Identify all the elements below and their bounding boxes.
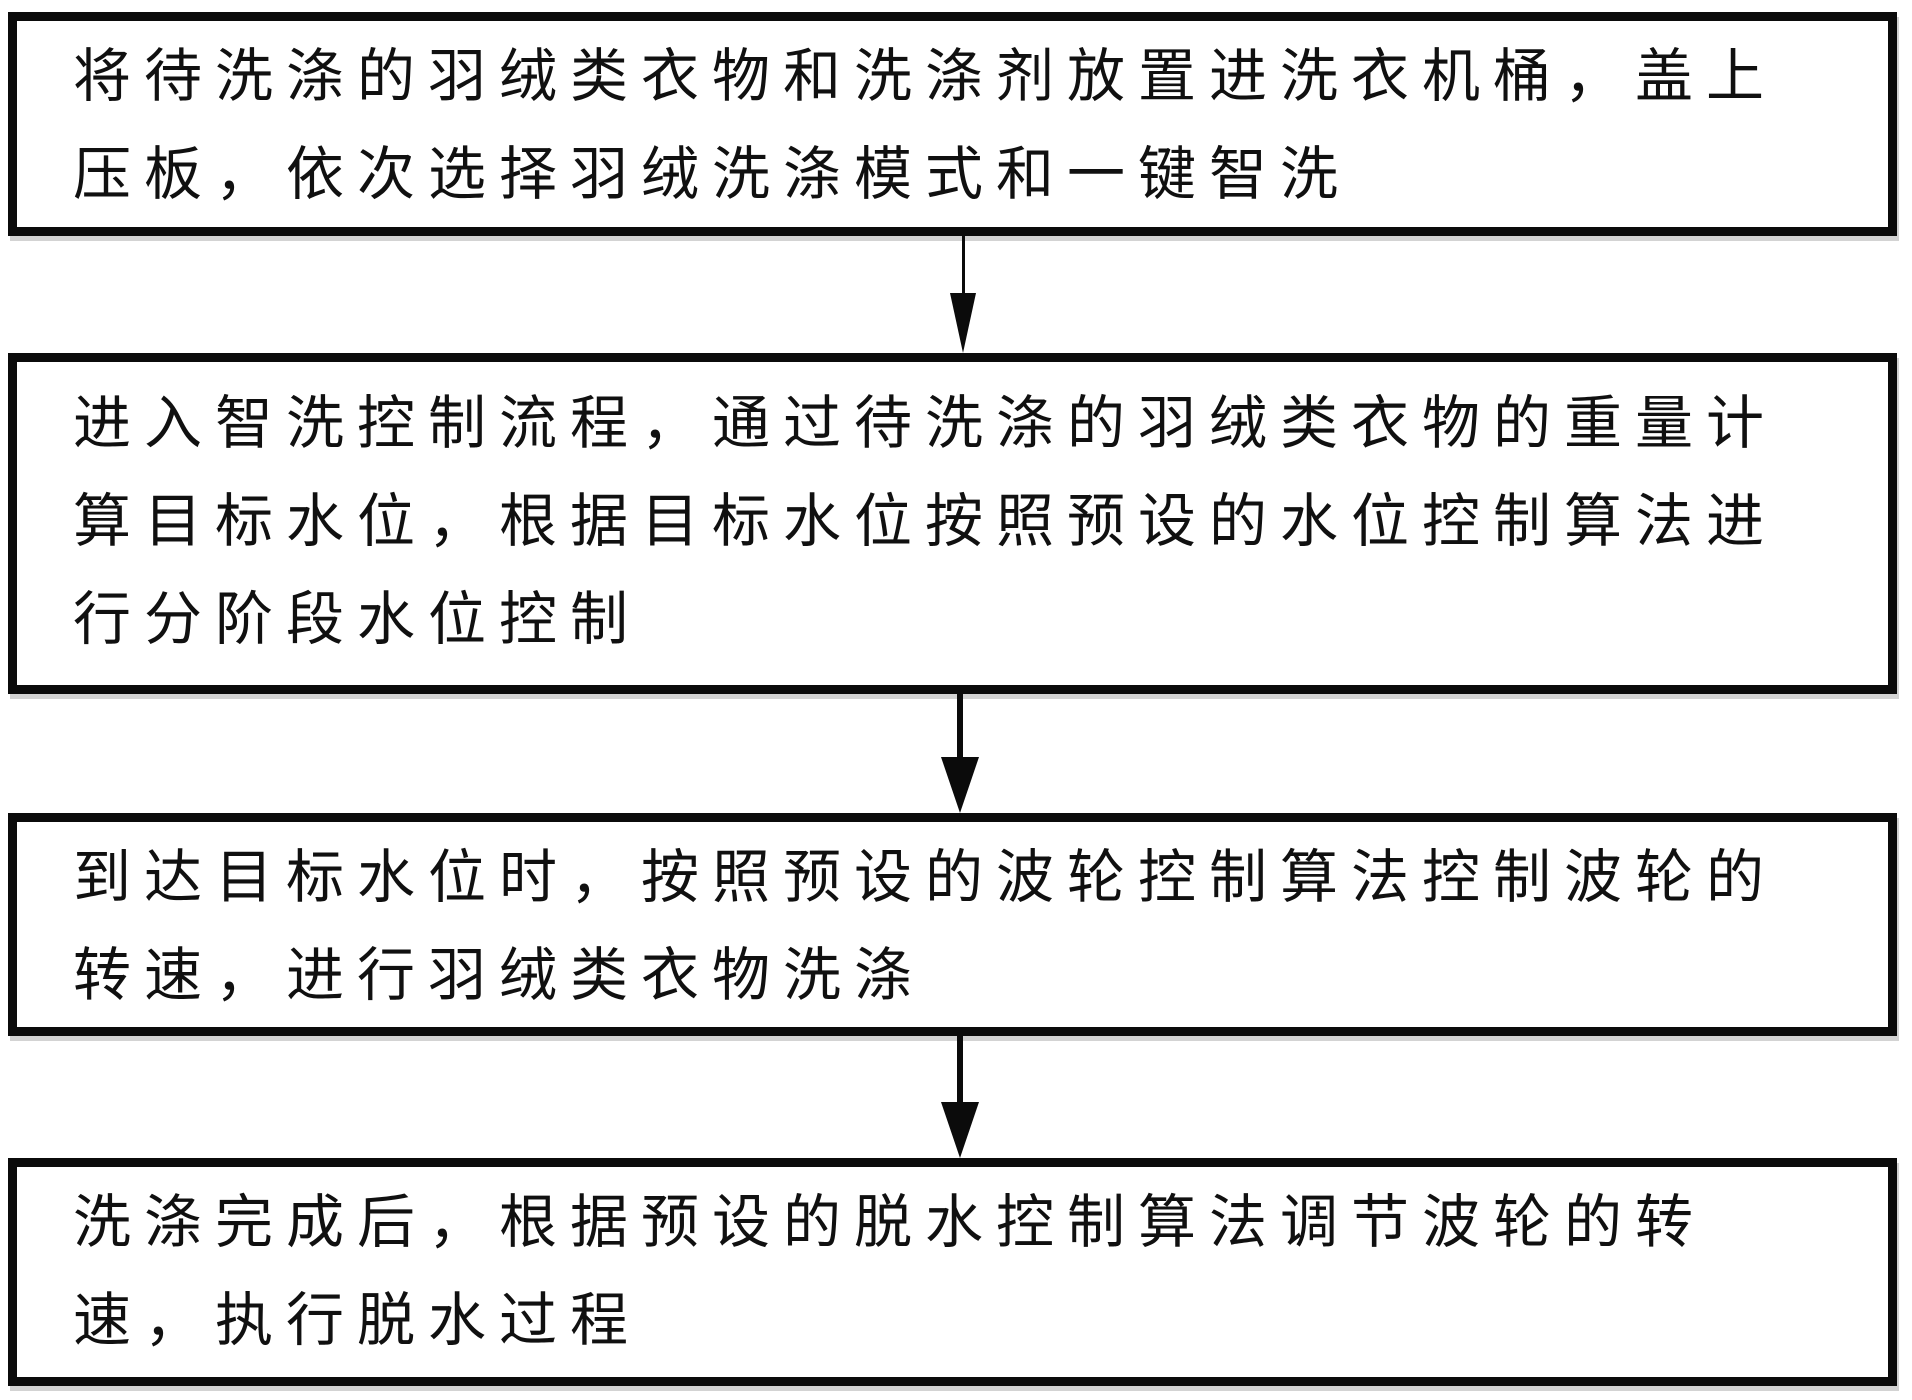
flow-step-1-line-2: 压板，依次选择羽绒洗涤模式和一键智洗 [73, 140, 1352, 208]
flow-step-1-line-1: 将待洗涤的羽绒类衣物和洗涤剂放置进洗衣机桶，盖上 [73, 42, 1778, 110]
down-arrow-connector-2 [938, 694, 982, 813]
arrow-head-icon [941, 757, 979, 813]
flow-step-4-line-1: 洗涤完成后，根据预设的脱水控制算法调节波轮的转 [73, 1188, 1707, 1256]
flow-step-2-line-3: 行分阶段水位控制 [73, 585, 642, 653]
arrow-head-icon [941, 1102, 979, 1158]
flow-step-3-line-1: 到达目标水位时，按照预设的波轮控制算法控制波轮的 [73, 843, 1778, 911]
flow-step-1: 将待洗涤的羽绒类衣物和洗涤剂放置进洗衣机桶，盖上 压板，依次选择羽绒洗涤模式和一… [8, 12, 1897, 236]
flow-step-2: 进入智洗控制流程，通过待洗涤的羽绒类衣物的重量计 算目标水位，根据目标水位按照预… [8, 353, 1897, 694]
flow-step-2-line-1: 进入智洗控制流程，通过待洗涤的羽绒类衣物的重量计 [73, 389, 1778, 457]
flow-step-4-line-2: 速，执行脱水过程 [73, 1286, 642, 1354]
down-arrow-connector-1 [941, 236, 985, 353]
down-arrow-connector-3 [938, 1036, 982, 1158]
arrow-shaft [957, 1036, 963, 1102]
flow-step-2-line-2: 算目标水位，根据目标水位按照预设的水位控制算法进 [73, 487, 1778, 555]
arrow-head-icon [950, 293, 976, 353]
flow-step-3: 到达目标水位时，按照预设的波轮控制算法控制波轮的 转速，进行羽绒类衣物洗涤 [8, 813, 1897, 1036]
arrow-shaft [961, 236, 965, 293]
flow-step-3-line-2: 转速，进行羽绒类衣物洗涤 [73, 941, 926, 1009]
flow-step-4: 洗涤完成后，根据预设的脱水控制算法调节波轮的转 速，执行脱水过程 [8, 1158, 1897, 1386]
arrow-shaft [957, 694, 963, 757]
